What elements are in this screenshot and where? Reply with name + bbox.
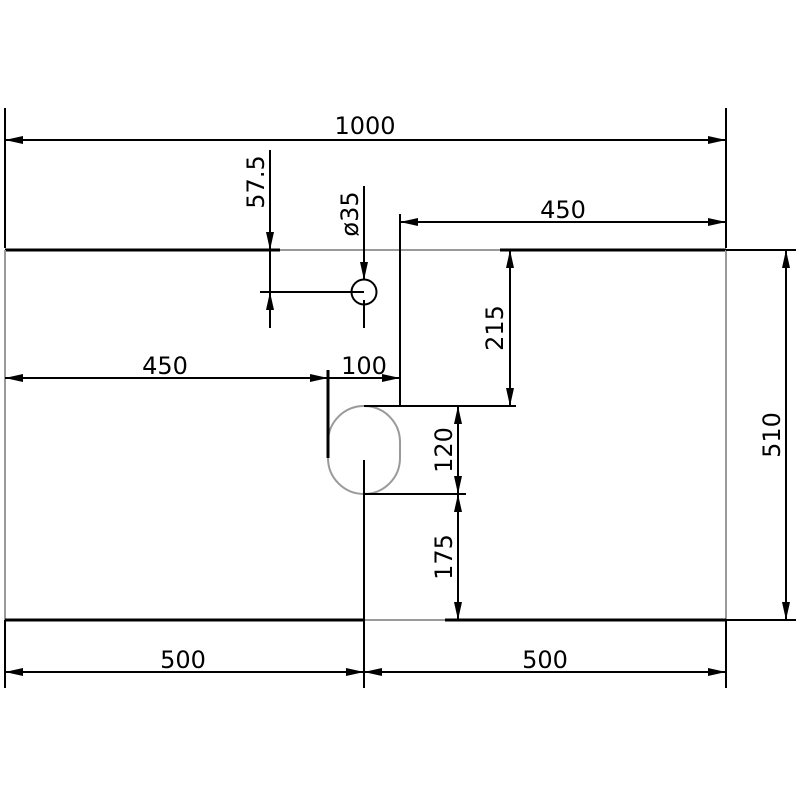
dim-tap-hole-label: ø35 xyxy=(336,191,364,236)
dim-tap-hole: ø35 xyxy=(336,186,368,280)
dim-left-half-label: 500 xyxy=(160,646,206,674)
dim-left-to-basin-label: 450 xyxy=(142,352,188,380)
dim-overall-width: 1000 xyxy=(4,108,727,248)
dim-left-to-basin: 450 100 xyxy=(5,352,400,382)
dim-basin-to-front-label: 175 xyxy=(430,534,458,580)
dim-overall-width-label: 1000 xyxy=(334,112,395,140)
dim-right-width: 450 xyxy=(399,196,726,406)
dim-tap-offset-label: 57.5 xyxy=(242,155,270,208)
dim-halves: 500 500 xyxy=(4,460,727,688)
dim-right-width-label: 450 xyxy=(540,196,586,224)
dim-top-to-basin: 215 xyxy=(481,250,514,406)
dim-right-half-label: 500 xyxy=(522,646,568,674)
dim-tap-offset: 57.5 xyxy=(242,150,274,328)
dim-basin-depth: 120 xyxy=(430,406,462,494)
dim-basin-depth-label: 120 xyxy=(430,427,458,473)
dim-basin-to-front: 175 xyxy=(430,494,462,620)
dim-top-to-basin-label: 215 xyxy=(481,305,509,351)
dim-overall-depth-label: 510 xyxy=(758,412,786,458)
dim-basin-width-label: 100 xyxy=(341,352,387,380)
dim-overall-depth: 510 xyxy=(726,249,796,621)
countertop-outline xyxy=(4,248,727,622)
